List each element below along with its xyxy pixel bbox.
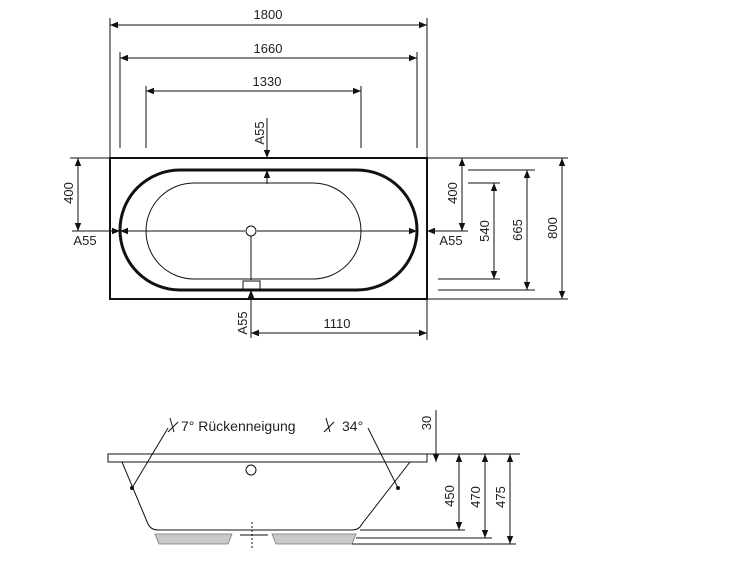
dim-side-height-middle: 470 [468, 486, 483, 508]
dim-side-height-inner: 450 [442, 485, 457, 507]
tub-side-rim [107, 453, 428, 463]
back-angle-label: 7° Rückenneigung [181, 418, 296, 434]
dim-height-overall: 800 [545, 217, 560, 239]
side-view: 7° Rückenneigung 34° 30 450 470 475 [107, 410, 520, 548]
tub-basin-outline [118, 168, 419, 292]
dim-height-left-half: 400 [61, 182, 76, 204]
cut-label-bottom: A55 [235, 311, 250, 334]
dim-width-inner: 1330 [253, 74, 282, 89]
dim-side-height-overall: 475 [493, 486, 508, 508]
cut-label-left: A55 [73, 233, 96, 248]
angle-icon-right [323, 417, 335, 433]
dim-height-right-half: 400 [445, 182, 460, 204]
second-angle-label: 34° [342, 418, 363, 434]
drain-icon [245, 225, 257, 237]
tub-outer-rim [109, 157, 428, 300]
overflow-side-icon [245, 464, 257, 476]
tub-foot-left [154, 533, 233, 545]
tub-side-body [121, 461, 411, 531]
angle-icon-left [167, 417, 179, 433]
top-view: 1800 1660 1330 A55 A55 A55 A55 [61, 7, 568, 340]
cut-label-right: A55 [439, 233, 462, 248]
dim-rim-height: 30 [419, 416, 434, 430]
dim-width-overall: 1800 [254, 7, 283, 22]
dim-height-inner: 540 [477, 220, 492, 242]
overflow-icon [242, 280, 261, 290]
cut-label-top: A55 [252, 121, 267, 144]
dim-width-middle: 1660 [254, 41, 283, 56]
tub-foot-right [271, 533, 357, 545]
dim-drain-offset: 1110 [324, 316, 351, 331]
dim-height-middle: 665 [510, 219, 525, 241]
